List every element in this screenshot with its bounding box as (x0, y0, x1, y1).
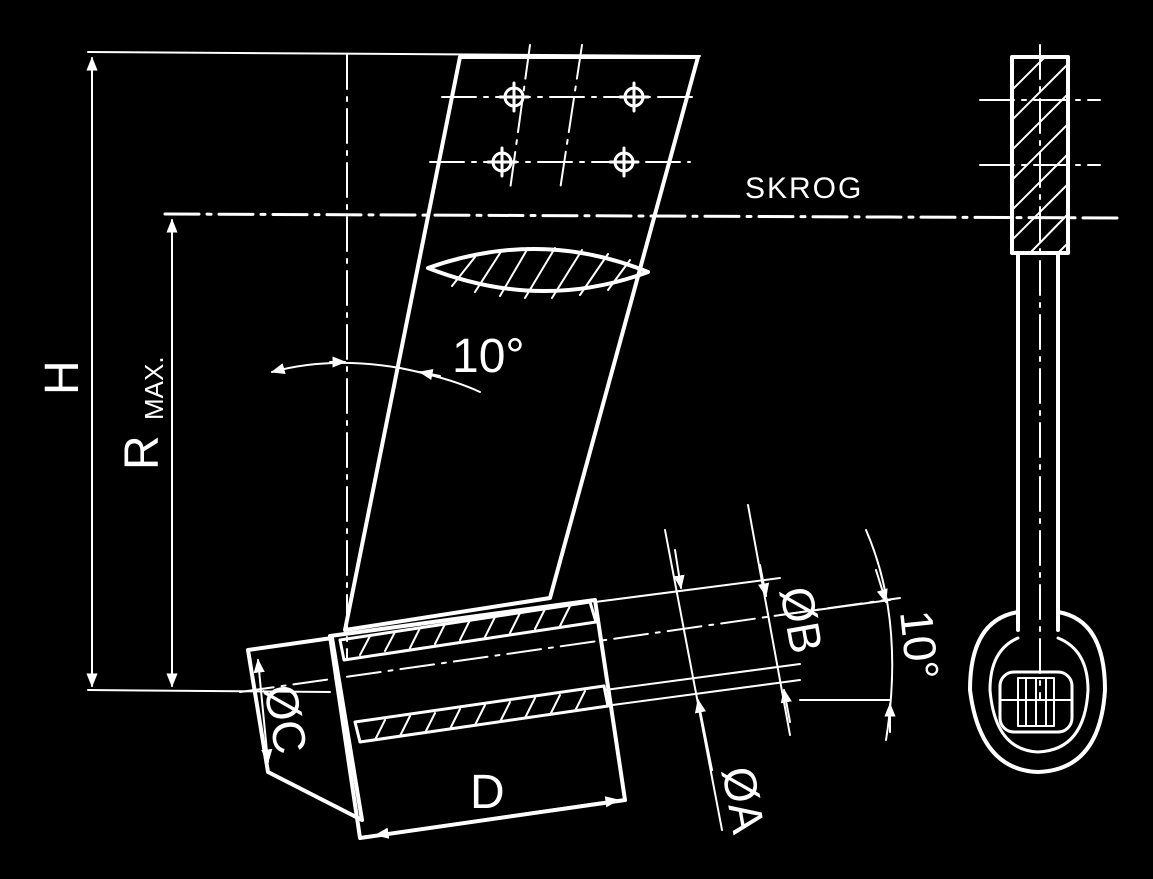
bolt-hole-4 (608, 146, 640, 178)
angle-top-label: 10° (452, 330, 525, 383)
dimension-c-label: ØC (254, 681, 317, 758)
dimension-d-label: D (470, 766, 505, 819)
hull-line (163, 212, 1122, 220)
dimension-b-label: ØB (770, 583, 833, 657)
dimension-b: ØB (747, 504, 833, 736)
blade-section (426, 247, 650, 293)
bolt-hole-3 (486, 146, 518, 178)
angle-bushing: 10° (779, 529, 949, 741)
rudder-blade (343, 55, 700, 632)
dimension-r-sub: MAX. (139, 356, 169, 420)
angle-bushing-label: 10° (890, 608, 949, 683)
bushing-flange: ØC (246, 636, 364, 822)
bolt-hole-1 (498, 81, 530, 113)
dimension-a: ØA (664, 529, 775, 838)
section-view (968, 44, 1107, 774)
hull-label: SKROG (745, 172, 863, 205)
angle-top: 10° (270, 330, 525, 393)
bushing-section (239, 577, 901, 840)
dimension-a-label: ØA (712, 763, 775, 838)
bolt-hole-2 (618, 81, 650, 113)
dimension-d: D (374, 766, 620, 839)
dimension-h-label: H (36, 360, 89, 395)
dimension-r-label: R (116, 435, 169, 470)
dimension-r-max: R MAX. (116, 218, 178, 688)
flange-bolt-holes (429, 44, 701, 191)
dimension-h: H (36, 51, 701, 693)
